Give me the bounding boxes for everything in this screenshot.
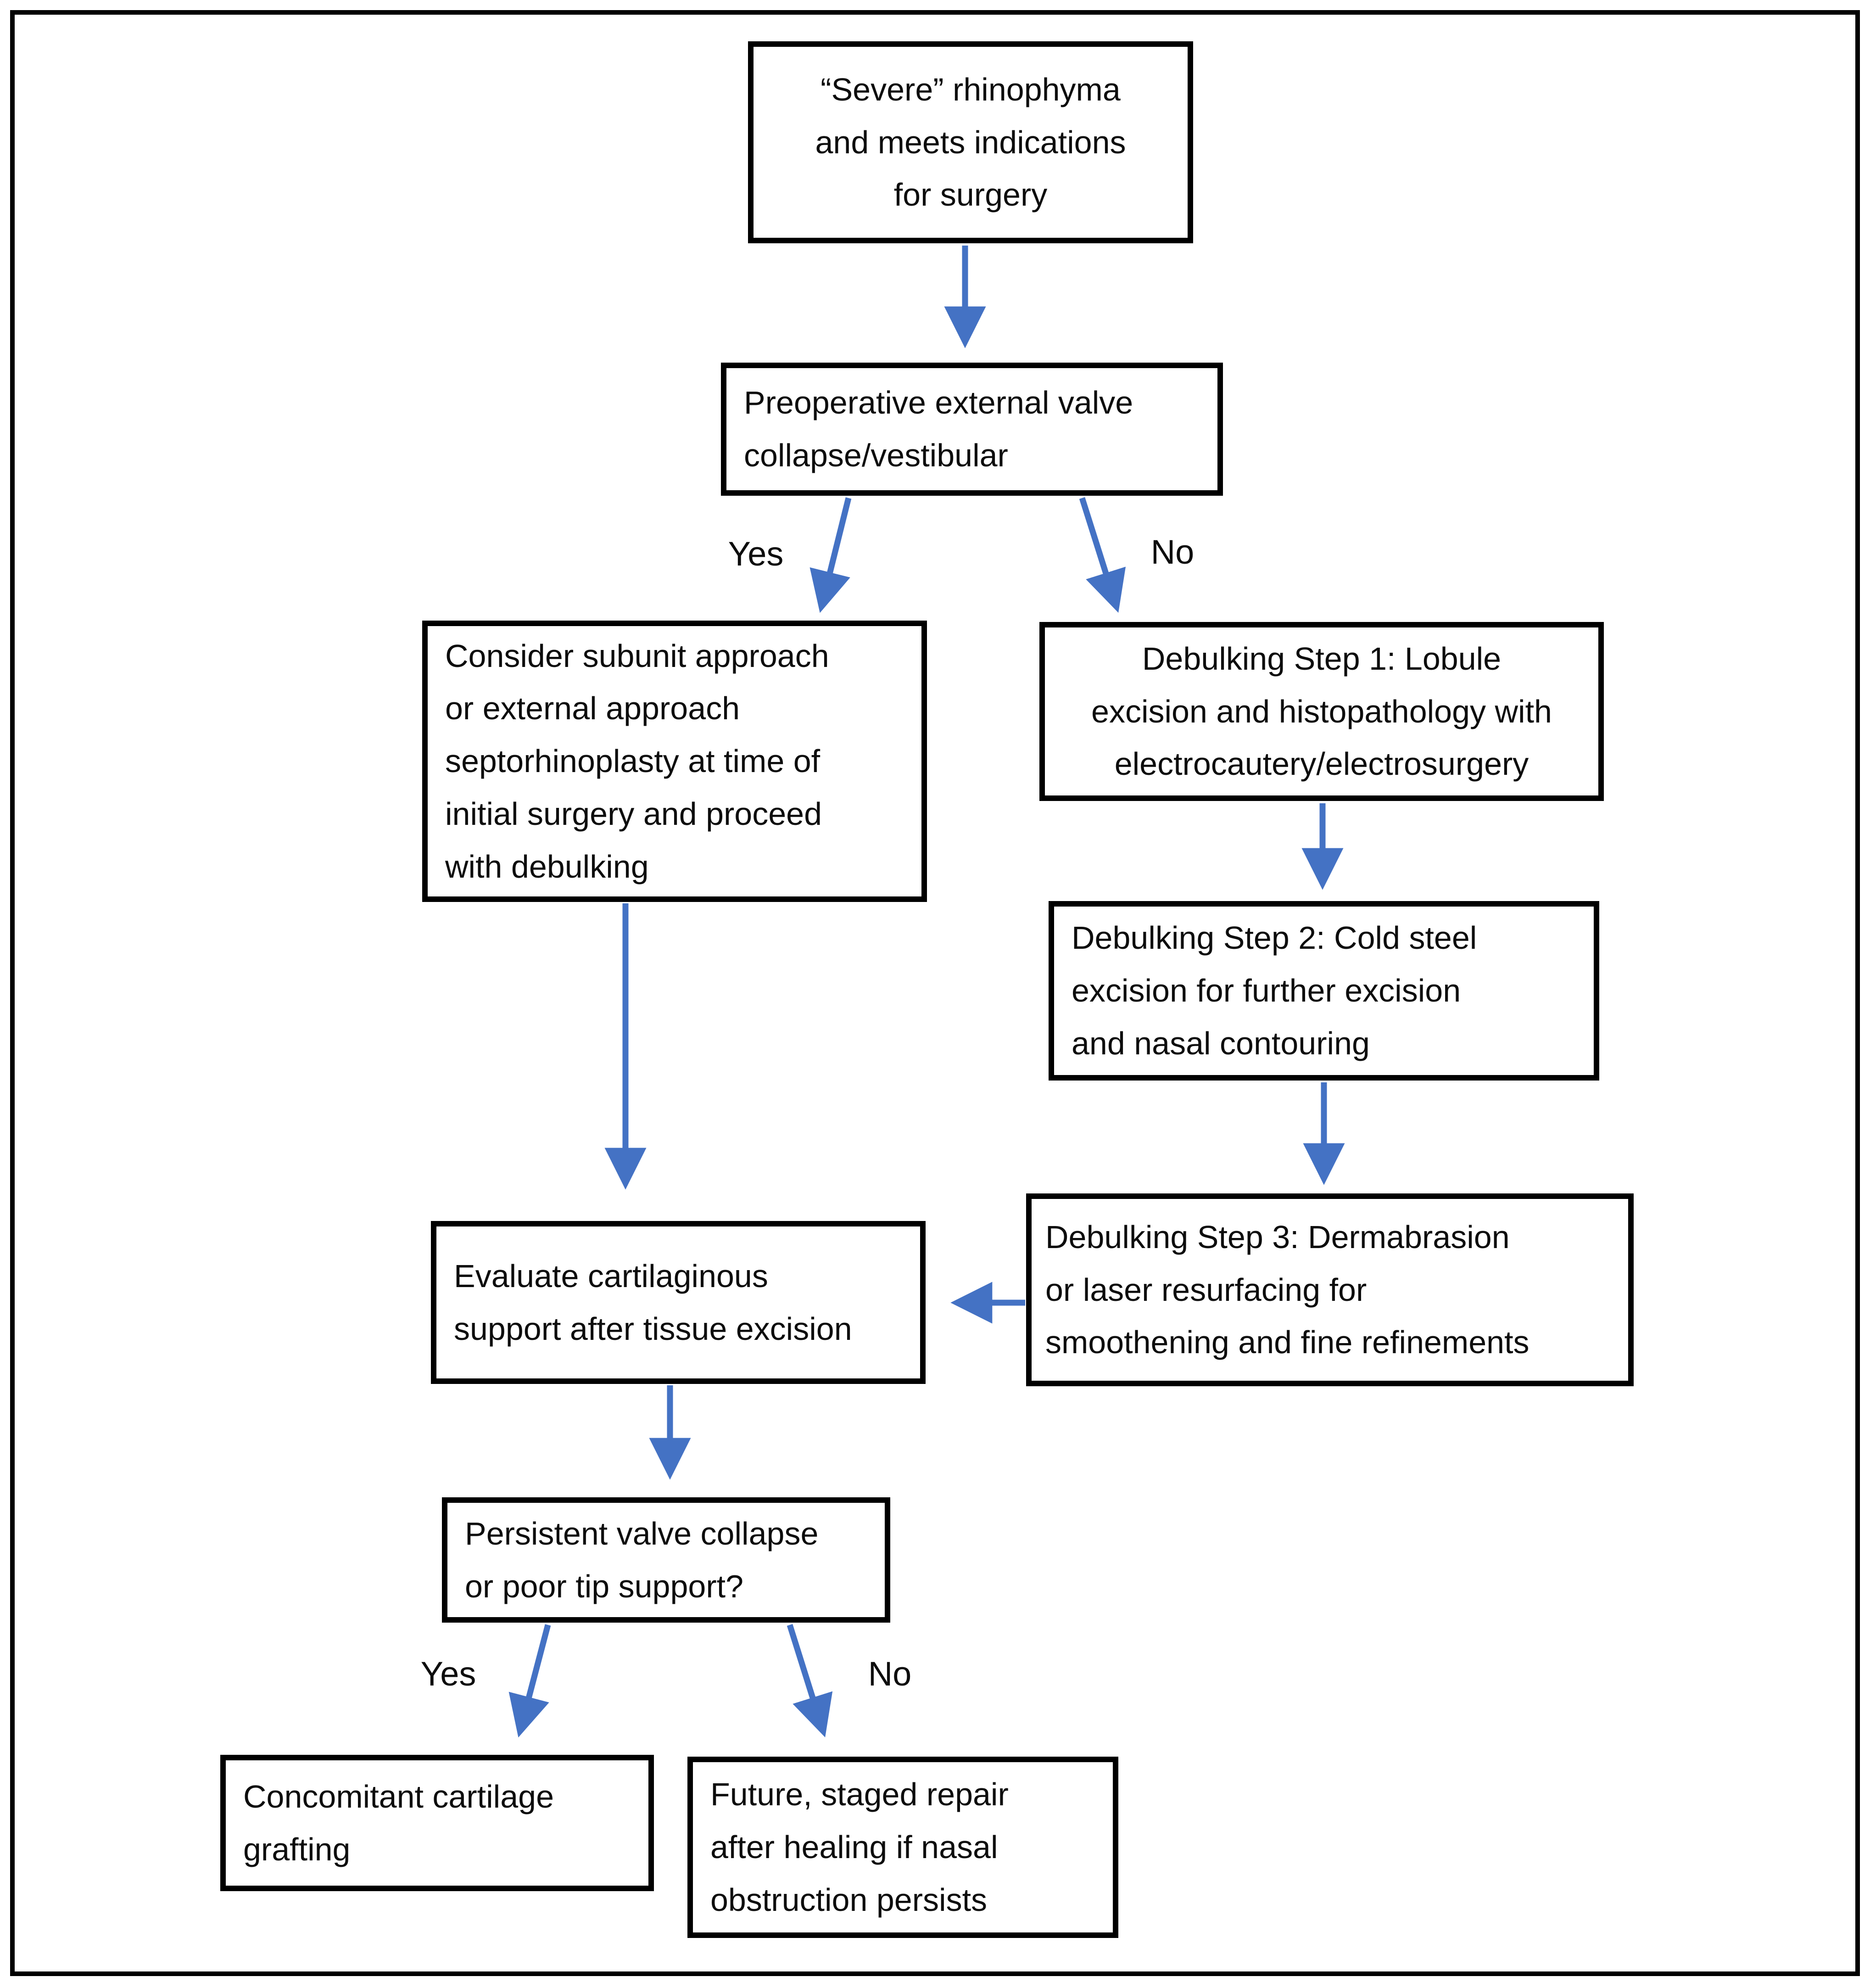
- node-concomitant-cartilage-grafting: Concomitant cartilage grafting: [220, 1755, 654, 1891]
- branch-label-preop-no: No: [1150, 533, 1195, 571]
- node-debulking-step-1: Debulking Step 1: Lobule excision and hi…: [1039, 622, 1604, 801]
- node-debulking-step-2: Debulking Step 2: Cold steel excision fo…: [1049, 901, 1599, 1081]
- node-evaluate-cartilaginous-support: Evaluate cartilaginous support after tis…: [431, 1221, 926, 1384]
- node-debulking-step-3: Debulking Step 3: Dermabrasion or laser …: [1026, 1193, 1634, 1386]
- node-future-staged-repair: Future, staged repair after healing if n…: [687, 1757, 1118, 1938]
- node-persistent-valve-collapse: Persistent valve collapse or poor tip su…: [442, 1497, 890, 1623]
- node-preoperative-valve-collapse: Preoperative external valve collapse/ves…: [721, 363, 1223, 496]
- branch-label-preop-yes: Yes: [728, 535, 784, 573]
- branch-label-persistent-yes: Yes: [420, 1655, 476, 1693]
- node-severe-rhinophyma: “Severe” rhinophyma and meets indication…: [748, 41, 1193, 243]
- node-consider-subunit-approach: Consider subunit approach or external ap…: [422, 621, 927, 902]
- branch-label-persistent-no: No: [868, 1655, 912, 1693]
